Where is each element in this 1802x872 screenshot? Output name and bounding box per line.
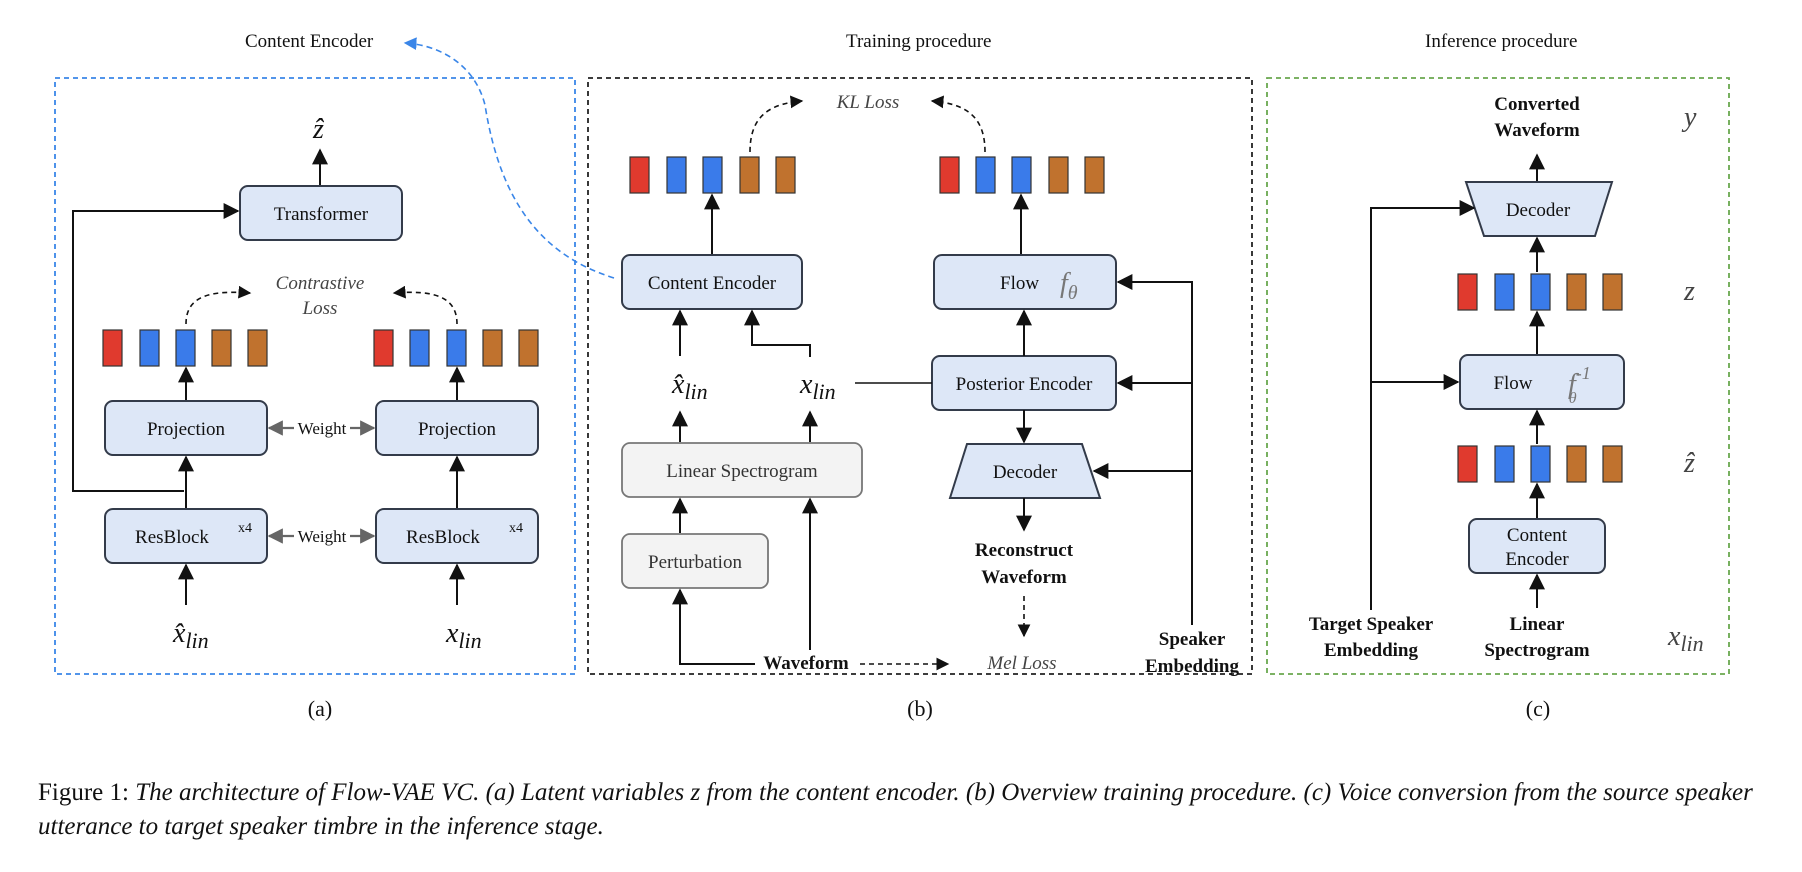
panel-a-input-right: xlin xyxy=(445,618,482,653)
decoder-label-b: Decoder xyxy=(993,462,1058,483)
posterior-encoder-label: Posterior Encoder xyxy=(956,374,1093,395)
content-encoder-block xyxy=(621,254,803,310)
reconstruct-line1: Reconstruct xyxy=(975,540,1074,561)
panel-a-input-left: x̂lin xyxy=(172,618,209,653)
panel-a-tokens-right xyxy=(373,329,539,367)
target-speaker-line2: Embedding xyxy=(1324,640,1418,661)
panel-c-border xyxy=(1266,77,1730,675)
linear-spectrogram-label: Linear Spectrogram xyxy=(666,461,818,482)
caption-prefix: Figure 1: xyxy=(38,779,129,806)
resblock-right-label: ResBlock xyxy=(406,527,480,548)
panel-b-xlin: xlin xyxy=(799,369,836,404)
speaker-embedding-line1: Speaker xyxy=(1159,629,1226,650)
caption-text: The architecture of Flow-VAE VC. (a) Lat… xyxy=(38,779,1753,840)
transformer-label: Transformer xyxy=(274,204,369,225)
panel-c-tokens-zhat xyxy=(1457,445,1623,483)
waveform-label: Waveform xyxy=(763,653,849,674)
contrastive-loss-line2: Loss xyxy=(302,298,338,319)
resblock-right xyxy=(375,508,539,564)
contrastive-loss-line1: Contrastive xyxy=(276,273,365,294)
resblock-left-label: ResBlock xyxy=(135,527,209,548)
projection-left-label: Projection xyxy=(147,419,226,440)
panel-a-border xyxy=(54,77,576,675)
panel-c-z: z xyxy=(1683,276,1695,307)
panel-c-xlin: xlin xyxy=(1667,621,1704,656)
panel-a-sublabel: (a) xyxy=(308,696,332,721)
linear-spectrogram-block xyxy=(621,442,863,498)
content-encoder-c-line2: Encoder xyxy=(1505,549,1569,570)
reconstruct-line2: Waveform xyxy=(981,567,1067,588)
content-encoder-c-line1: Content xyxy=(1507,525,1568,546)
content-encoder-block-c xyxy=(1468,518,1606,574)
panel-c-sublabel: (c) xyxy=(1526,696,1550,721)
target-speaker-line1: Target Speaker xyxy=(1309,614,1434,635)
panel-b-title: Training procedure xyxy=(846,31,991,52)
converted-line1: Converted xyxy=(1494,94,1580,115)
panel-b-tokens-left xyxy=(629,156,796,194)
perturbation-block xyxy=(621,533,769,589)
panel-c-zhat: ẑ xyxy=(1683,448,1696,479)
panel-c-title: Inference procedure xyxy=(1425,31,1577,52)
converted-line2: Waveform xyxy=(1494,120,1580,141)
panel-c-y: y xyxy=(1681,102,1697,133)
speaker-embedding-line2: Embedding xyxy=(1145,656,1239,677)
linear-spectrogram-c-line1: Linear xyxy=(1510,614,1565,635)
panel-a-zhat: ẑ xyxy=(312,114,325,145)
mel-loss-label: Mel Loss xyxy=(986,653,1056,674)
panel-c-tokens-z xyxy=(1457,273,1623,311)
flow-label: Flow xyxy=(1000,273,1039,294)
projection-left xyxy=(104,400,268,456)
skip-connection xyxy=(72,203,240,492)
linear-spectrogram-c-line2: Spectrogram xyxy=(1484,640,1589,661)
panel-b-tokens-right xyxy=(939,156,1105,194)
flow-symbol: fθ xyxy=(1060,268,1078,304)
perturbation-label: Perturbation xyxy=(648,552,742,573)
projection-right-label: Projection xyxy=(418,419,497,440)
panel-a-title: Content Encoder xyxy=(245,31,374,52)
resblock-left xyxy=(104,508,268,564)
flow-block xyxy=(933,254,1117,310)
content-encoder-link xyxy=(403,37,615,279)
decoder-block-b xyxy=(948,443,1102,499)
projection-right xyxy=(375,400,539,456)
figure-caption: Figure 1: The architecture of Flow-VAE V… xyxy=(38,776,1766,844)
panel-a-tokens-left xyxy=(102,329,268,367)
content-encoder-label: Content Encoder xyxy=(648,273,777,294)
decoder-block-c xyxy=(1464,181,1614,237)
weight-label-projection: Weight xyxy=(298,419,347,438)
resblock-right-x4: x4 xyxy=(509,521,523,536)
panel-b-sublabel: (b) xyxy=(907,696,933,721)
flow-inverse-label: Flow xyxy=(1493,373,1532,394)
resblock-left-x4: x4 xyxy=(238,521,252,536)
weight-label-resblock: Weight xyxy=(298,527,347,546)
decoder-label-c: Decoder xyxy=(1506,200,1571,221)
panel-b-xhatlin: x̂lin xyxy=(671,369,708,404)
kl-loss-label: KL Loss xyxy=(836,92,900,113)
transformer-block xyxy=(239,185,403,241)
flow-inverse-block xyxy=(1459,354,1625,410)
